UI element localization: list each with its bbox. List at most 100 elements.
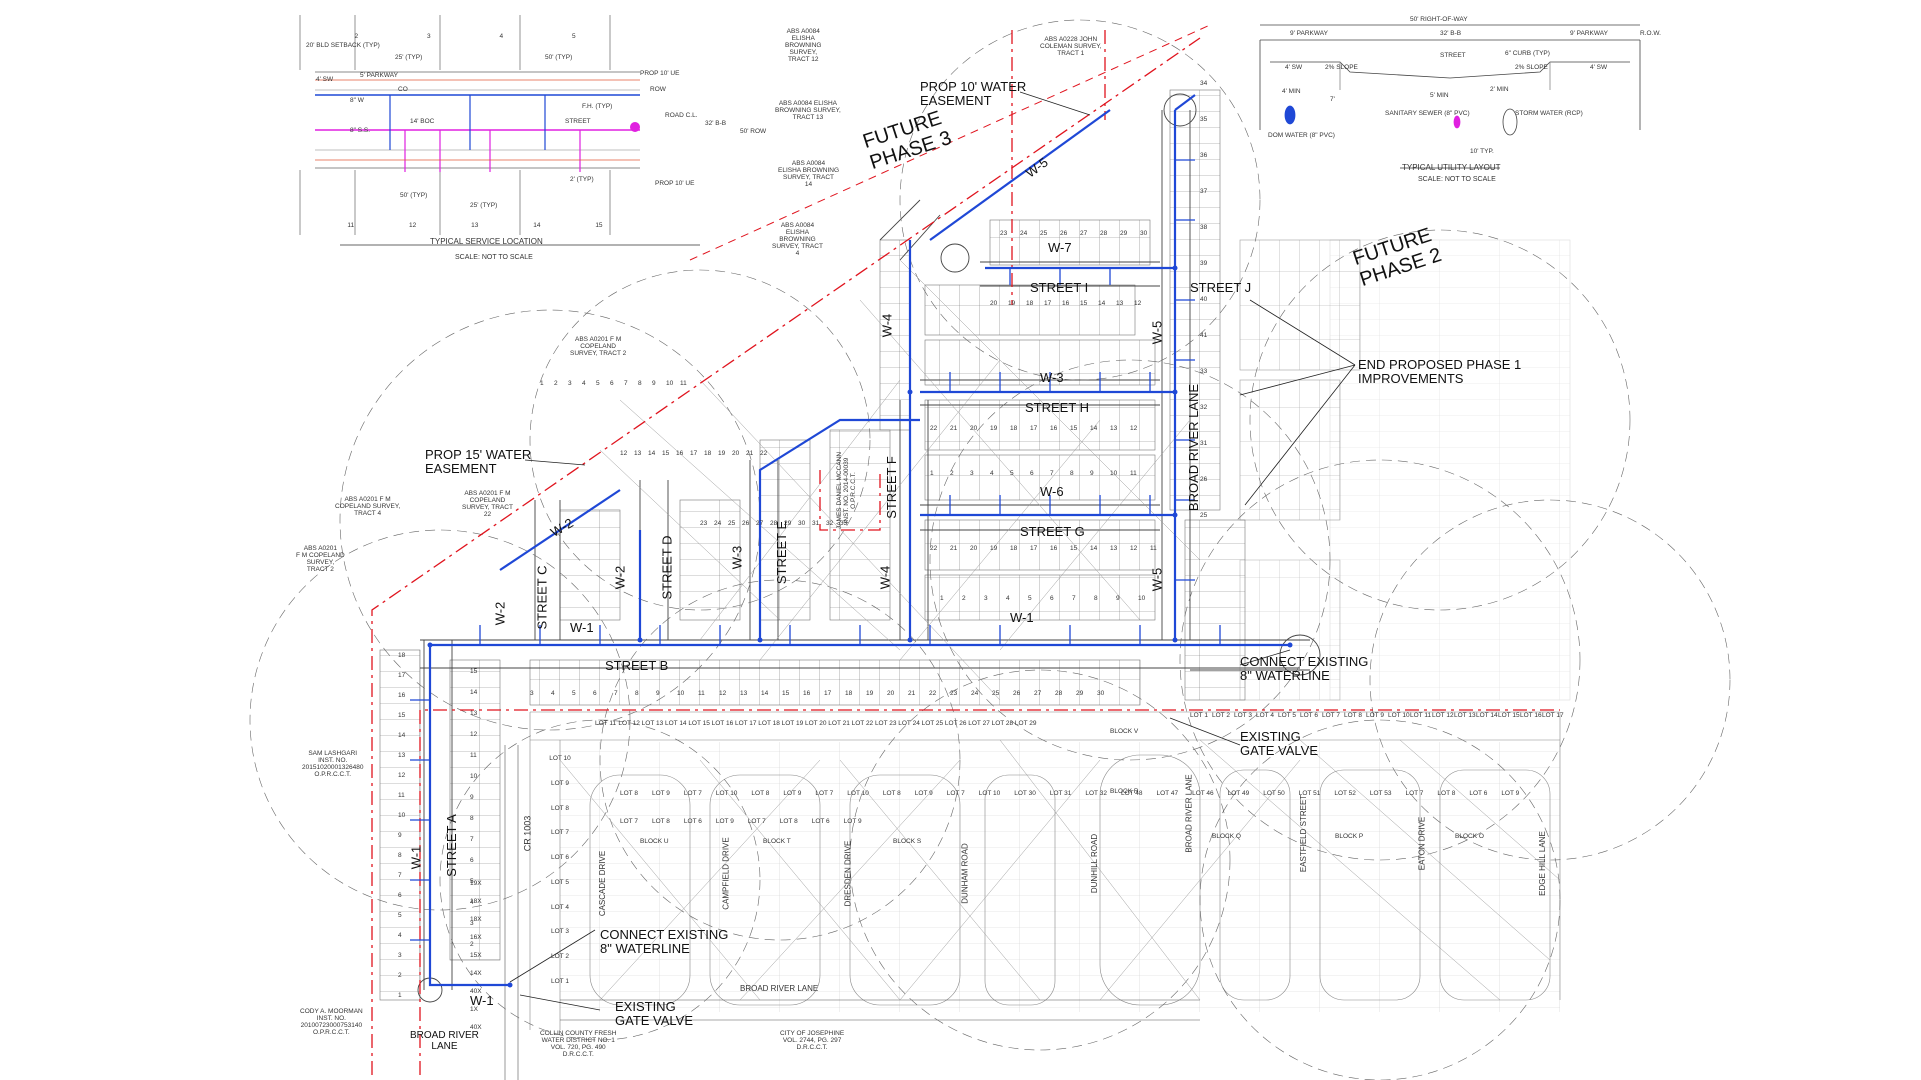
service-label: 8" S.S.: [350, 127, 371, 134]
lot-number: 10: [677, 690, 685, 697]
lot-label: LOT 5: [551, 878, 569, 886]
lot-label: LOT 8: [882, 790, 901, 797]
lot-label: LOT 8: [1437, 790, 1456, 797]
waterline-tag: W-1: [1010, 610, 1034, 625]
lot-number: 20: [970, 545, 978, 552]
connect-existing-south-callout: CONNECT EXISTING 8" WATERLINE: [600, 927, 729, 956]
lot-number: 4: [990, 470, 994, 477]
utility-label: 4' SW: [1590, 64, 1608, 71]
misc-symbols: [427, 265, 1293, 988]
lot-label: LOT 10: [978, 790, 1001, 797]
lot-number: 7: [1050, 470, 1054, 477]
lot-number: 12: [620, 450, 628, 457]
lot-label: LOT 7: [1322, 712, 1340, 719]
survey-label: CODY A. MOORMAN INST. NO. 20100723000753…: [300, 1008, 363, 1036]
lot-label: LOT 30: [1014, 790, 1036, 797]
utility-label: 6" CURB (TYP): [1505, 50, 1550, 57]
survey-label: ABS A0201 F M COPELAND SURVEY, TRACT 4: [335, 496, 401, 517]
lot-number: 10: [470, 773, 478, 780]
service-label: 25' (TYP): [470, 202, 498, 209]
lot-number: 14: [470, 689, 478, 696]
lot-number: 8: [1094, 595, 1098, 602]
utility-label: STORM WATER (RCP): [1515, 110, 1583, 117]
utility-label: 9' PARKWAY: [1290, 30, 1328, 37]
lot-number: 25: [1040, 230, 1048, 237]
lot-label: LOT 13: [641, 720, 664, 727]
lot-number: 22: [760, 450, 768, 457]
lot-label: LOT 9: [1501, 790, 1520, 797]
cascade-drive-label: CASCADE DRIVE: [598, 850, 608, 917]
lot-number: 15: [1070, 425, 1078, 432]
lot-number: 15X: [470, 952, 482, 959]
lot-number: 1: [398, 992, 402, 999]
waterline-tag: W-1: [408, 845, 424, 870]
lot-number: 2: [354, 33, 359, 40]
lot-number: 10: [1110, 470, 1118, 477]
lot-number: 12: [398, 772, 406, 779]
lot-number: 17: [1030, 545, 1038, 552]
lot-label: LOT 3: [551, 928, 569, 936]
lot-number: 6: [610, 380, 614, 387]
lot-number: 16X: [470, 934, 482, 941]
waterline-tag: W-2: [612, 565, 628, 590]
lot-number: 1X: [470, 1006, 478, 1013]
lot-number: 15: [782, 690, 790, 697]
lot-number: 30: [1097, 690, 1105, 697]
lot-number: 15: [595, 222, 603, 229]
lot-number: 7: [1072, 595, 1076, 602]
street-c-label: STREET C: [534, 565, 550, 630]
lot-label: LOT 8: [779, 818, 798, 825]
lot-number: 36: [1200, 152, 1208, 159]
lot-label: LOT 14: [1476, 712, 1498, 719]
lot-number: 17: [824, 690, 832, 697]
lot-label: LOT 7: [946, 790, 965, 797]
service-label: ROAD C.L.: [665, 112, 698, 119]
lot-number: 19X: [470, 880, 482, 887]
lot-number: 16: [398, 692, 406, 699]
utility-layout-detail: [1259, 24, 1641, 169]
lot-number: 13: [740, 690, 748, 697]
lot-number: 6: [470, 857, 474, 864]
lot-label: LOT 7: [1405, 790, 1424, 797]
service-label: PROP 10' UE: [655, 180, 695, 187]
lot-label: LOT 1: [551, 977, 569, 985]
lot-number: 18: [845, 690, 853, 697]
lot-number: 4: [582, 380, 586, 387]
lot-number: 17: [690, 450, 698, 457]
lot-label: LOT 4: [551, 903, 569, 911]
lot-label: LOT 15: [688, 720, 710, 727]
lot-number: 29: [784, 520, 792, 527]
lot-number: 18: [1010, 425, 1018, 432]
lot-number: 24: [1020, 230, 1028, 237]
waterline-tag: W-6: [1040, 484, 1064, 499]
lot-label: LOT 17: [1542, 712, 1564, 719]
gate-valve-south-callout: EXISTING GATE VALVE: [615, 999, 694, 1028]
lot-number: 12: [470, 731, 478, 738]
lot-number: 2: [950, 470, 954, 477]
lot-number: 15: [1080, 300, 1088, 307]
lot-label: LOT 10: [847, 790, 869, 797]
lot-number: 17: [1030, 425, 1038, 432]
lot-number: 15: [398, 712, 406, 719]
lot-label: LOT 6: [811, 818, 830, 825]
lot-number: 6: [1050, 595, 1054, 602]
utility-label: R.O.W.: [1640, 30, 1661, 37]
lot-number: 13: [470, 710, 478, 717]
lot-label: LOT 4: [1256, 712, 1274, 719]
existing-lots-east-row: LOT 1 LOT 2 LOT 3 LOT 4 LOT 5 LOT 6 LOT …: [1190, 712, 1564, 719]
lot-number: 14: [1098, 300, 1106, 307]
lot-number: 7: [614, 690, 618, 697]
block-label: BLOCK T: [763, 838, 791, 845]
lot-number: 1: [930, 470, 934, 477]
lot-label: LOT 29: [1014, 720, 1037, 727]
waterline-w1-west: [428, 645, 510, 987]
lot-label: LOT 46: [1192, 790, 1214, 797]
lot-label: LOT 27: [968, 720, 990, 727]
service-detail-scale: SCALE: NOT TO SCALE: [455, 254, 533, 261]
lot-number: 13: [471, 222, 479, 229]
utility-label: STREET: [1440, 52, 1466, 59]
block-label: BLOCK Q: [1212, 833, 1241, 840]
lot-number: 5: [398, 912, 402, 919]
lot-number: 24: [714, 520, 722, 527]
existing-lots-west-column: LOT 10 LOT 9 LOT 8 LOT 7 LOT 6 LOT 5 LOT…: [545, 755, 575, 985]
